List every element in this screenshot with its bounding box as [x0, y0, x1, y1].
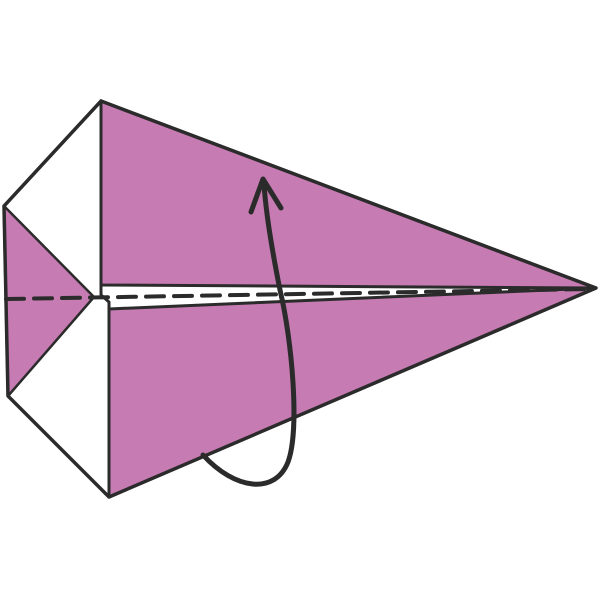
fold-arrow-head-icon — [248, 176, 284, 215]
valley-fold-line — [4, 287, 592, 301]
paper-model — [2, 99, 598, 499]
outer-outline — [2, 99, 598, 499]
fold-arrow-curve — [200, 181, 297, 487]
